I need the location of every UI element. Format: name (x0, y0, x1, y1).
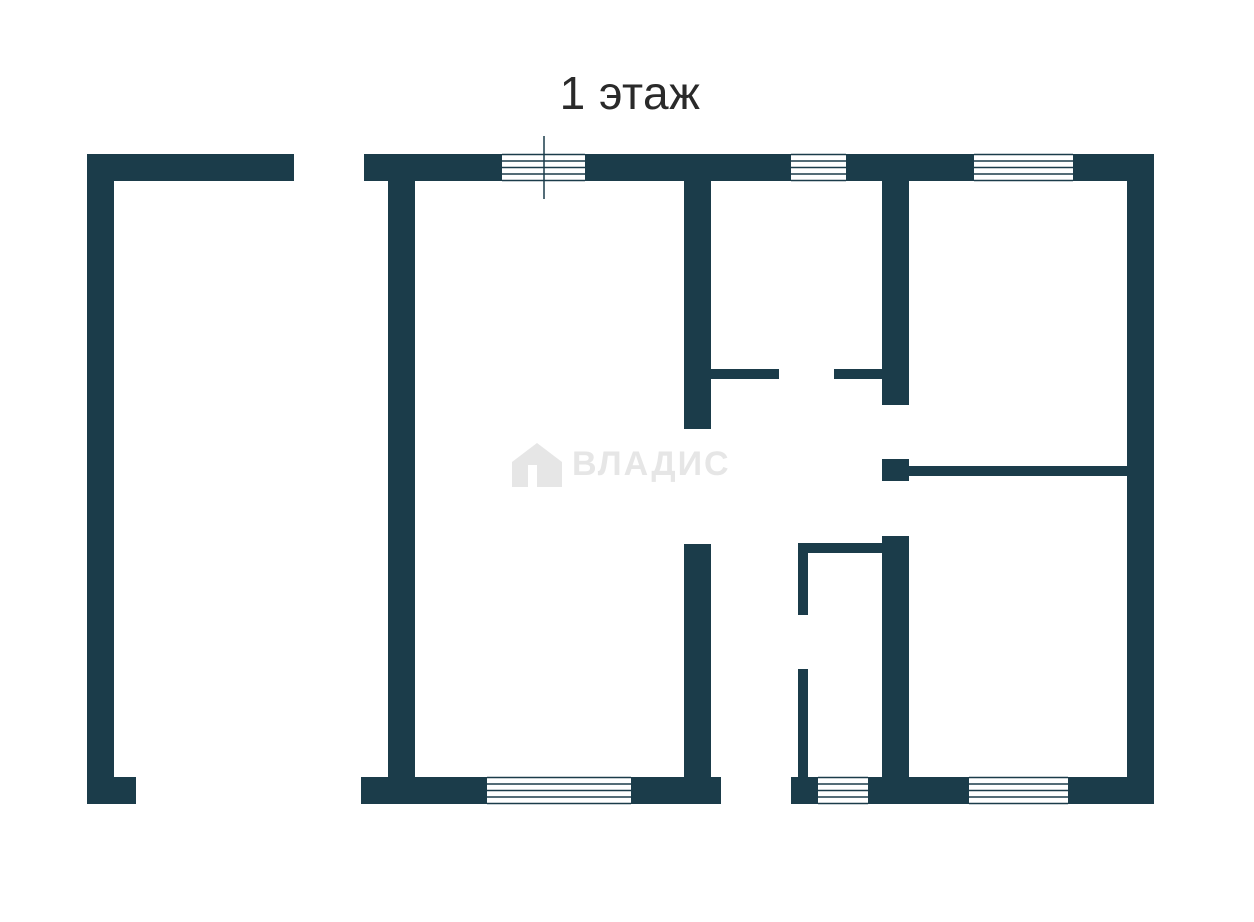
wall (684, 544, 711, 804)
wall (882, 154, 909, 405)
floor-title: 1 этаж (559, 67, 701, 119)
wall (882, 536, 909, 804)
window (791, 153, 846, 182)
wall (87, 154, 294, 181)
watermark-text: ВЛАДИС (572, 445, 731, 483)
window (969, 776, 1068, 805)
watermark: ВЛАДИС (512, 443, 731, 487)
partition (798, 543, 882, 553)
house-icon (512, 443, 562, 487)
partition (798, 669, 808, 777)
wall (388, 154, 415, 804)
wall (882, 459, 909, 481)
wall (87, 154, 114, 804)
wall (1127, 154, 1154, 804)
wall (87, 777, 136, 804)
window (974, 153, 1073, 182)
partition (909, 466, 1127, 476)
wall (684, 154, 711, 429)
partition (798, 543, 808, 615)
window (818, 776, 868, 805)
window (487, 776, 631, 805)
partition (834, 369, 882, 379)
partition (711, 369, 779, 379)
windows (487, 136, 1073, 805)
